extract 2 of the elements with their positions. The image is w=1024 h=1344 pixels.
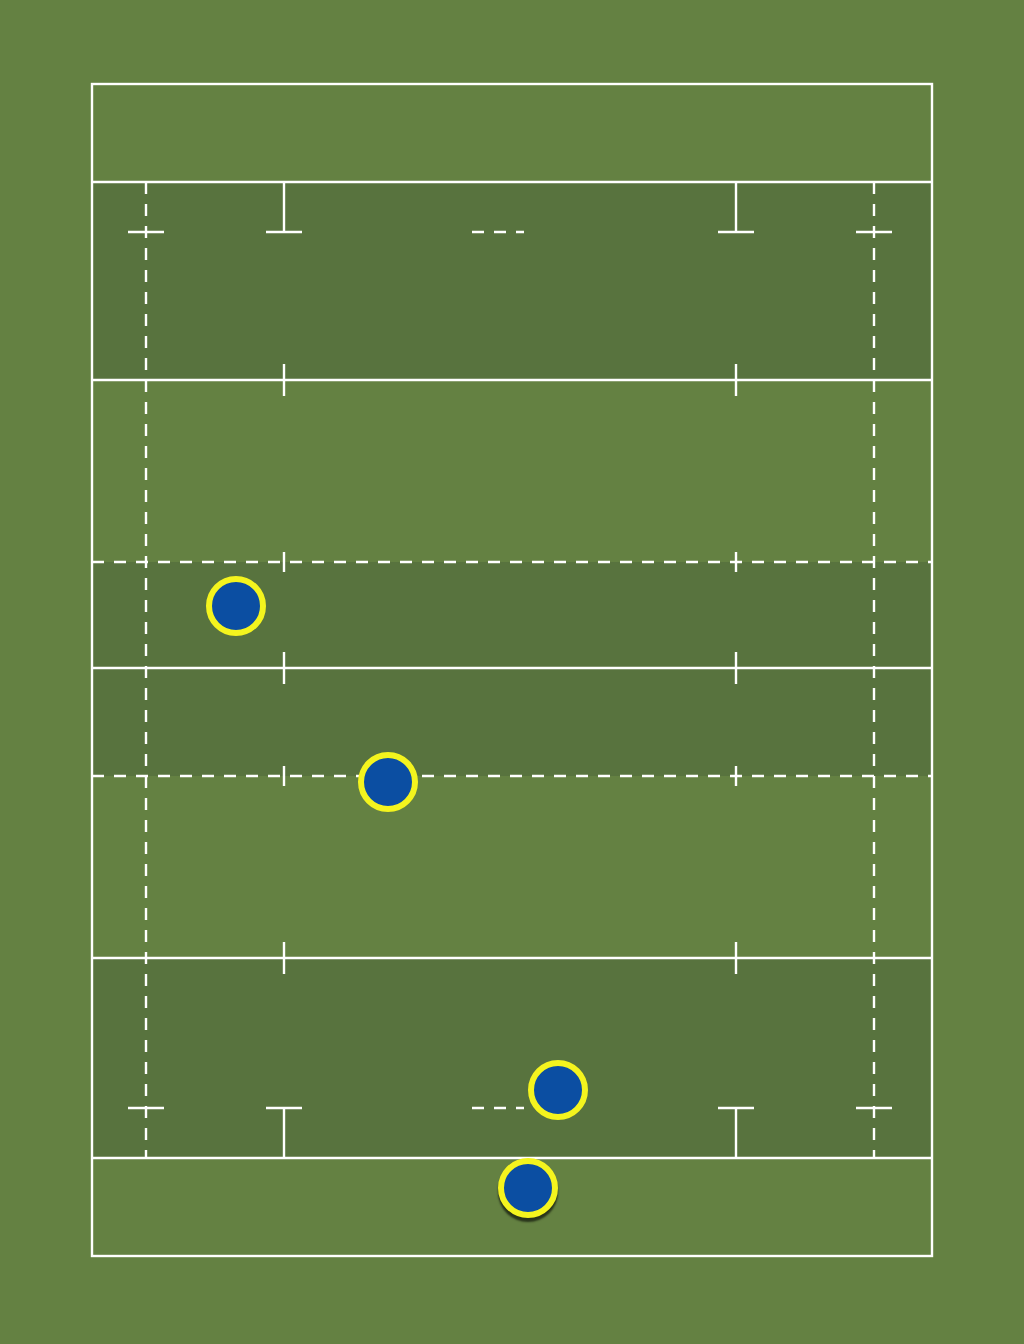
player-marker (358, 752, 418, 812)
player-marker (498, 1158, 558, 1218)
